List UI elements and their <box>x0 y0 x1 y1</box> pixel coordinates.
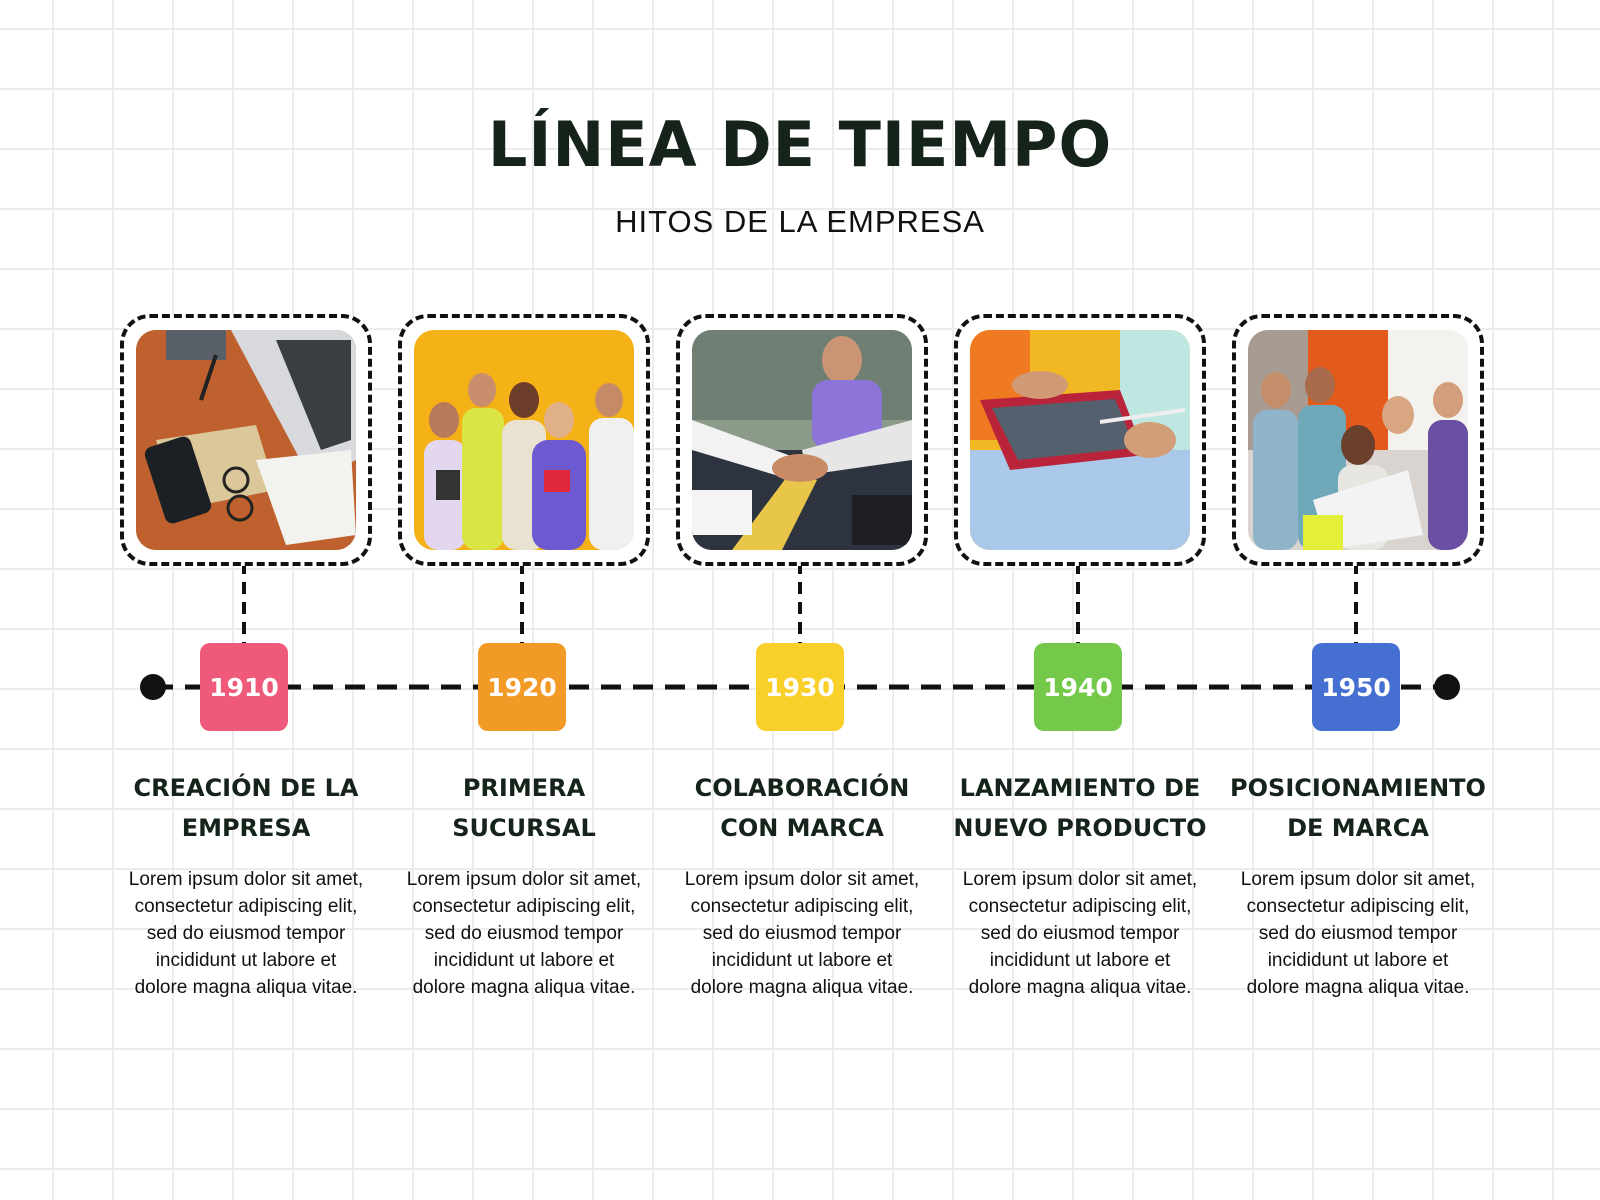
year-badge: 1940 <box>1034 643 1122 731</box>
milestone-description: Lorem ipsum dolor sit amet, consectetur … <box>684 869 920 998</box>
milestone-1910: 1910 CREACIÓN DE LA EMPRESA Lorem ipsum … <box>120 0 380 1200</box>
milestone-title: PRIMERA SUCURSAL <box>452 774 596 842</box>
photo-frame <box>398 314 650 566</box>
milestone-1950: 1950 POSICIONAMIENTO DE MARCA Lorem ipsu… <box>1230 0 1492 1200</box>
milestone-title: POSICIONAMIENTO DE MARCA <box>1230 774 1486 842</box>
milestone-description: Lorem ipsum dolor sit amet, consectetur … <box>128 869 364 998</box>
group-reviewing-photo <box>1248 330 1468 550</box>
timeline-end-dot <box>1434 674 1460 700</box>
milestone-description: Lorem ipsum dolor sit amet, consectetur … <box>406 869 642 998</box>
photo-frame <box>954 314 1206 566</box>
year-badge: 1930 <box>756 643 844 731</box>
page-subtitle: HITOS DE LA EMPRESA <box>615 204 985 239</box>
tablet-stylus-photo <box>970 330 1190 550</box>
hands-together-photo <box>692 330 912 550</box>
year-badge: 1920 <box>478 643 566 731</box>
team-group-photo <box>414 330 634 550</box>
milestone-1920: 1920 PRIMERA SUCURSAL Lorem ipsum dolor … <box>398 0 658 1200</box>
desk-laptop-phone-photo <box>136 330 356 550</box>
milestone-description: Lorem ipsum dolor sit amet, consectetur … <box>1240 869 1476 998</box>
year-badge: 1950 <box>1312 643 1400 731</box>
milestone-title: LANZAMIENTO DE NUEVO PRODUCTO <box>953 774 1207 842</box>
milestone-title: COLABORACIÓN CON MARCA <box>694 774 910 842</box>
photo-frame <box>1232 314 1484 566</box>
photo-frame <box>120 314 372 566</box>
photo-frame <box>676 314 928 566</box>
milestone-description: Lorem ipsum dolor sit amet, consectetur … <box>962 869 1198 998</box>
year-badge: 1910 <box>200 643 288 731</box>
milestone-1940: 1940 LANZAMIENTO DE NUEVO PRODUCTO Lorem… <box>953 0 1214 1200</box>
timeline-start-dot <box>140 674 166 700</box>
milestone-1930: 1930 COLABORACIÓN CON MARCA Lorem ipsum … <box>676 0 936 1200</box>
page-title: LÍNEA DE TIEMPO <box>487 108 1113 181</box>
milestone-title: CREACIÓN DE LA EMPRESA <box>133 774 359 842</box>
